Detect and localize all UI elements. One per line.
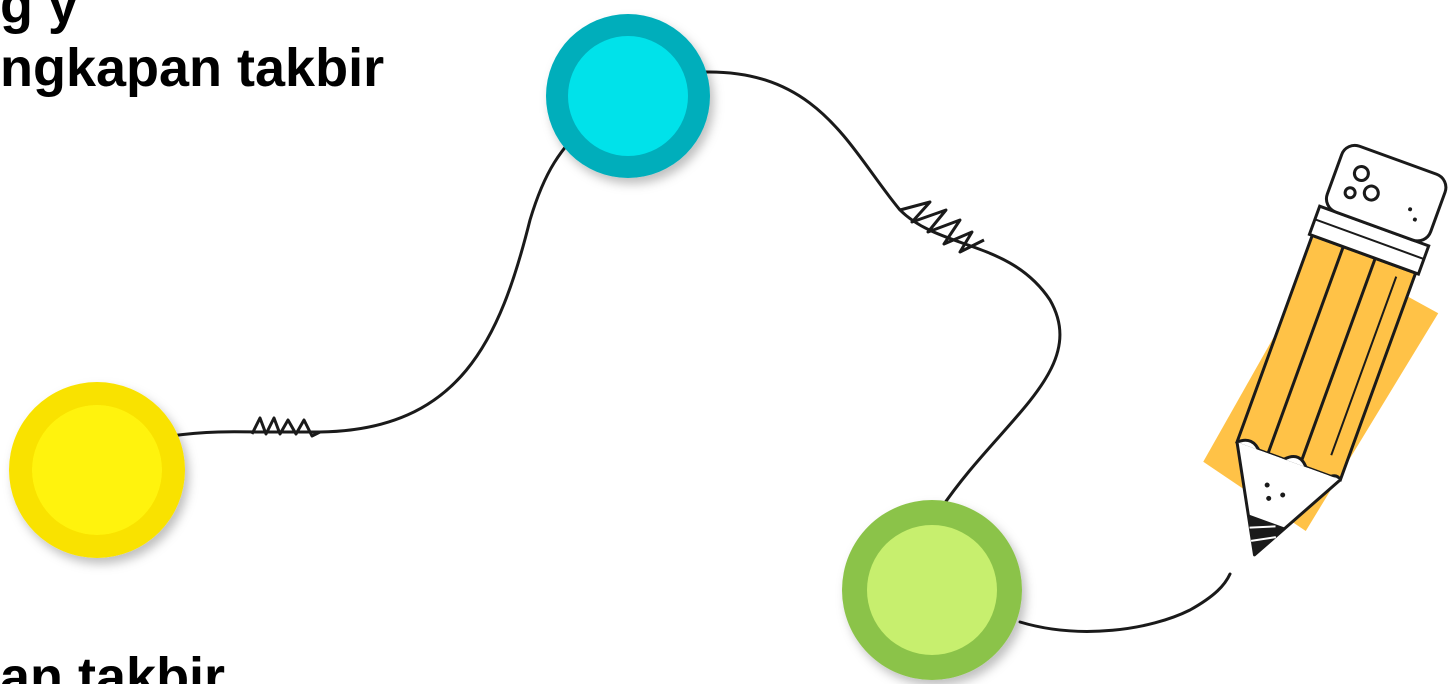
path-line-cyan-green bbox=[703, 70, 1062, 512]
heading-line-bottom: an takbir bbox=[0, 647, 226, 684]
pencil-icon bbox=[1203, 143, 1448, 557]
path-line-yellow-cyan bbox=[168, 118, 592, 438]
heading-line-takbir: ngkapan takbir bbox=[0, 38, 385, 98]
cyan-dot-icon bbox=[546, 14, 710, 178]
squiggle-1 bbox=[250, 416, 321, 438]
yellow-dot-icon bbox=[9, 382, 185, 558]
heading-fragment-top: g y bbox=[0, 0, 79, 35]
path-line-green-pencil bbox=[1018, 572, 1232, 633]
green-dot-icon bbox=[842, 500, 1022, 680]
squiggle-2 bbox=[899, 200, 985, 254]
